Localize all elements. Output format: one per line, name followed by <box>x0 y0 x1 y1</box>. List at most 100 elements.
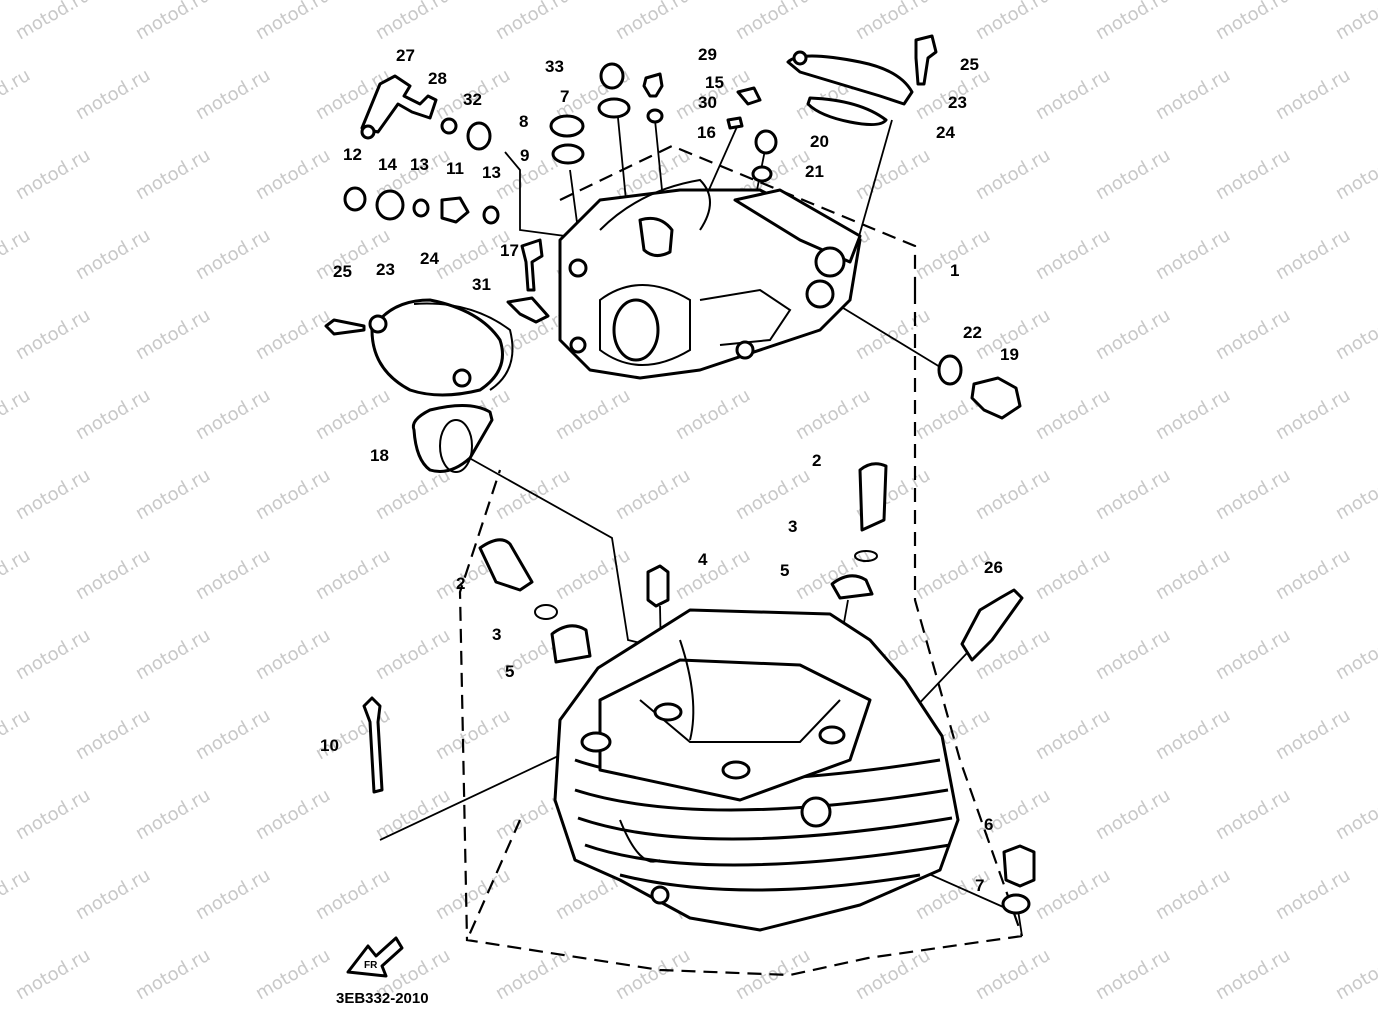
watermark-text: motod.ru <box>672 385 754 444</box>
part-callout: 12 <box>343 145 362 164</box>
watermark-text: motod.ru <box>12 945 94 1004</box>
part-callout: 3 <box>788 517 797 536</box>
watermark-text: motod.ru <box>12 145 94 204</box>
watermark-text: motod.ru <box>12 625 94 684</box>
watermark-text: motod.ru <box>252 145 334 204</box>
watermark-text: motod.ru <box>1152 65 1234 124</box>
watermark-text: motod.ru <box>72 545 154 604</box>
part-callout: 28 <box>428 69 447 88</box>
part-callout: 10 <box>320 736 339 755</box>
watermark-text: motod.ru <box>612 465 694 524</box>
watermark-text: motod.ru <box>972 145 1054 204</box>
watermark-text: motod.ru <box>1092 145 1174 204</box>
watermark-text: motod.ru <box>312 705 394 764</box>
watermark-text: motod.ru <box>672 545 754 604</box>
watermark-text: motod.ru <box>312 385 394 444</box>
part-callout: 4 <box>698 550 708 569</box>
watermark-text: motod.ru <box>1032 705 1114 764</box>
watermark-text: motod.ru <box>1332 945 1378 1004</box>
watermark-text: motod.ru <box>1152 545 1234 604</box>
watermark-text: motod.ru <box>1032 65 1114 124</box>
watermark-text: motod.ru <box>252 305 334 364</box>
watermark-text: motod.ru <box>1212 785 1294 844</box>
watermark-text: motod.ru <box>1152 225 1234 284</box>
watermark-text: motod.ru <box>972 0 1054 44</box>
watermark-text: motod.ru <box>132 465 214 524</box>
watermark-text: motod.ru <box>12 465 94 524</box>
watermark-text: motod.ru <box>72 705 154 764</box>
watermark-text: motod.ru <box>432 705 514 764</box>
watermark-text: motod.ru <box>192 385 274 444</box>
watermark-text: motod.ru <box>912 545 994 604</box>
cylinder-head <box>553 608 960 932</box>
watermark-text: motod.ru <box>0 225 34 284</box>
watermark-text: motod.ru <box>132 0 214 44</box>
watermark-text: motod.ru <box>12 0 94 44</box>
watermark-text: motod.ru <box>1272 865 1354 924</box>
watermark-text: motod.ru <box>72 65 154 124</box>
part-callout: 32 <box>463 90 482 109</box>
watermark-text: motod.ru <box>192 225 274 284</box>
watermark-text: motod.ru <box>132 145 214 204</box>
part-callout: 17 <box>500 241 519 260</box>
watermark-text: motod.ru <box>1332 785 1378 844</box>
watermark-text: motod.ru <box>612 945 694 1004</box>
part-callout: 3 <box>492 625 501 644</box>
watermark-text: motod.ru <box>972 945 1054 1004</box>
watermark-text: motod.ru <box>132 945 214 1004</box>
part-callout: 23 <box>948 93 967 112</box>
part-callout: 13 <box>482 163 501 182</box>
watermark-text: motod.ru <box>732 0 814 44</box>
watermark-text: motod.ru <box>432 865 514 924</box>
watermark-text: motod.ru <box>492 0 574 44</box>
part-callout: 29 <box>698 45 717 64</box>
watermark-text: motod.ru <box>1092 625 1174 684</box>
watermark-text: motod.ru <box>72 385 154 444</box>
part-callout: 24 <box>936 123 955 142</box>
watermark-text: motod.ru <box>1212 465 1294 524</box>
part-callout: 24 <box>420 249 439 268</box>
watermark-text: motod.ru <box>192 545 274 604</box>
part-callout: 19 <box>1000 345 1019 364</box>
watermark-text: motod.ru <box>252 465 334 524</box>
part-callout: 33 <box>545 57 564 76</box>
watermark-text: motod.ru <box>732 465 814 524</box>
watermark-text: motod.ru <box>312 865 394 924</box>
watermark-text: motod.ru <box>1272 385 1354 444</box>
watermark-text: motod.ru <box>372 0 454 44</box>
watermark-text: motod.ru <box>192 865 274 924</box>
part-callout: 13 <box>410 155 429 174</box>
watermark-text: motod.ru <box>132 785 214 844</box>
watermark-text: motod.ru <box>0 705 34 764</box>
watermark-text: motod.ru <box>192 65 274 124</box>
part-callout: 9 <box>520 146 529 165</box>
watermark-text: motod.ru <box>1212 305 1294 364</box>
watermark-text: motod.ru <box>1272 225 1354 284</box>
part-callout: 26 <box>984 558 1003 577</box>
watermark-text: motod.ru <box>252 625 334 684</box>
part-callout: 1 <box>950 261 959 280</box>
watermark-text: motod.ru <box>192 705 274 764</box>
part-callout: 11 <box>446 159 464 178</box>
watermark-text: motod.ru <box>1152 385 1234 444</box>
watermark-text: motod.ru <box>372 625 454 684</box>
watermark-text: motod.ru <box>12 305 94 364</box>
watermark-text: motod.ru <box>1212 145 1294 204</box>
watermark-text: motod.ru <box>1332 625 1378 684</box>
part-callout: 25 <box>333 262 352 281</box>
part-callout: 6 <box>984 815 993 834</box>
watermark-text: motod.ru <box>1212 625 1294 684</box>
watermark-text: motod.ru <box>252 0 334 44</box>
part-callout: 30 <box>698 93 717 112</box>
watermark-text: motod.ru <box>132 625 214 684</box>
watermark-text: motod.ru <box>372 785 454 844</box>
watermark-text: motod.ru <box>312 545 394 604</box>
small-parts: FR <box>324 34 1036 978</box>
part-callout: 25 <box>960 55 979 74</box>
watermark-text: motod.ru <box>612 0 694 44</box>
watermark-text: motod.ru <box>792 385 874 444</box>
part-callout: 31 <box>472 275 491 294</box>
watermark-text: motod.ru <box>1272 65 1354 124</box>
